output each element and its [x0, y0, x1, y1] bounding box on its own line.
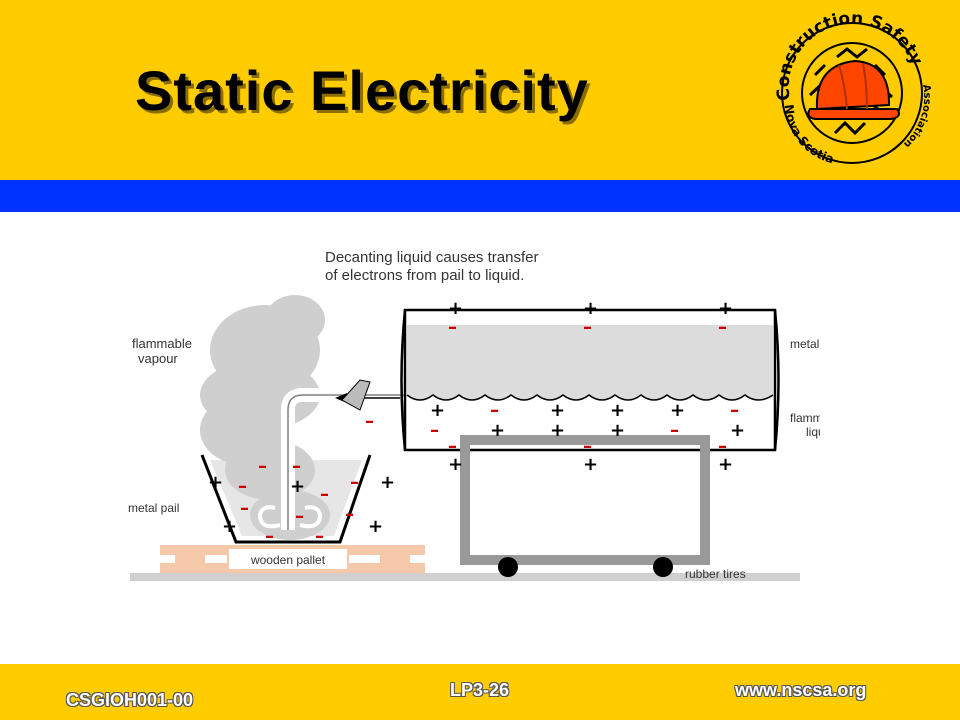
- logo-ring: [781, 22, 923, 164]
- charge-minus: –: [430, 420, 439, 441]
- charge-plus: +: [448, 454, 463, 475]
- charge-plus: +: [550, 420, 565, 441]
- cart-wheel-left: [498, 557, 518, 577]
- slide-number: LP3-26: [450, 680, 510, 700]
- charge-minus: –: [365, 411, 374, 432]
- charge-minus: –: [320, 484, 329, 505]
- charge-minus: –: [345, 504, 354, 525]
- charge-minus: –: [292, 456, 301, 477]
- cart-wheel-right: [653, 557, 673, 577]
- charge-minus: –: [448, 317, 457, 338]
- charge-minus: –: [583, 317, 592, 338]
- ground-line: [130, 573, 800, 581]
- charge-plus: +: [380, 472, 395, 493]
- charge-plus: +: [718, 298, 733, 319]
- charge-minus: –: [315, 526, 324, 547]
- charge-markers: + + + – – – + – + + + – – + + + – + – – …: [208, 298, 745, 547]
- charge-plus: +: [610, 420, 625, 441]
- label-liquid-1: flammable: [790, 411, 820, 425]
- slide-header: Static Electricity Construction Safety A…: [0, 0, 960, 180]
- website-url: www.nscsa.org: [735, 680, 867, 700]
- charge-plus: +: [730, 420, 745, 441]
- charge-minus: –: [295, 506, 304, 527]
- course-code: CSGIOH001-00: [66, 690, 194, 710]
- slide-title: Static Electricity: [135, 59, 589, 122]
- charge-minus: –: [490, 400, 499, 421]
- charge-minus: –: [718, 317, 727, 338]
- charge-minus: –: [730, 400, 739, 421]
- nozzle: [341, 379, 371, 411]
- charge-minus: –: [238, 476, 247, 497]
- swirl-arrows: [257, 505, 323, 529]
- label-metal-pail: metal pail: [128, 501, 179, 515]
- label-metal-drum: metal drum: [790, 337, 820, 351]
- nscsa-logo: Construction Safety Association Nova Sco…: [774, 9, 933, 167]
- charge-plus: +: [448, 298, 463, 319]
- charge-plus: +: [222, 516, 237, 537]
- charge-plus: +: [430, 400, 445, 421]
- label-vapour-2: vapour: [138, 351, 178, 366]
- blue-band: [0, 180, 960, 212]
- hard-hat-icon: [807, 59, 900, 120]
- charge-plus: +: [550, 400, 565, 421]
- charge-plus: +: [368, 516, 383, 537]
- charge-minus: –: [240, 498, 249, 519]
- metal-drum: [400, 308, 780, 452]
- charge-minus: –: [670, 420, 679, 441]
- static-electricity-diagram: Decanting liquid causes transfer of elec…: [128, 249, 820, 581]
- charge-plus: +: [583, 298, 598, 319]
- cart-frame: [460, 435, 710, 565]
- metal-pail: [200, 454, 372, 544]
- charge-minus: –: [265, 526, 274, 547]
- charge-plus: +: [490, 420, 505, 441]
- charge-minus: –: [718, 436, 727, 457]
- charge-plus: +: [290, 476, 305, 497]
- charge-plus: +: [670, 400, 685, 421]
- charge-minus: –: [448, 436, 457, 457]
- label-vapour-1: flammable: [132, 336, 192, 351]
- charge-minus: –: [258, 456, 267, 477]
- charge-minus: –: [583, 436, 592, 457]
- slide-footer: CSGIOH001-00 LP3-26 www.nscsa.org: [0, 664, 960, 720]
- charge-plus: +: [718, 454, 733, 475]
- charge-minus: –: [350, 472, 359, 493]
- charge-plus: +: [610, 400, 625, 421]
- charge-plus: +: [583, 454, 598, 475]
- label-rubber-tires: rubber tires: [685, 567, 746, 581]
- charge-plus: +: [208, 472, 223, 493]
- label-liquid-2: liquid: [806, 425, 820, 439]
- caption-line-2: of electrons from pail to liquid.: [325, 267, 524, 284]
- label-wooden-pallet: wooden pallet: [250, 553, 326, 567]
- caption-line-1: Decanting liquid causes transfer: [325, 249, 538, 266]
- wooden-pallet: [160, 545, 425, 573]
- logo-ring-text-right: Association: [901, 84, 932, 150]
